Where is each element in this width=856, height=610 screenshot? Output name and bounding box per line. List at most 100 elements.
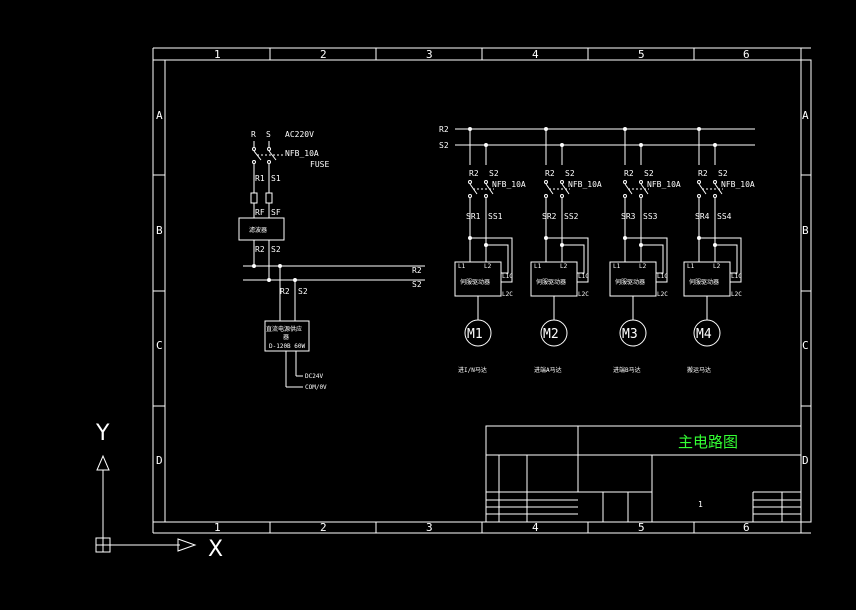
col-label: 3 xyxy=(426,48,433,61)
psu-name: 直流电源供应 xyxy=(266,325,302,333)
drive-feed-s: SS4 xyxy=(717,212,732,221)
breaker-in-r: R2 xyxy=(624,169,634,178)
terminal-l1: L1 xyxy=(613,263,621,270)
y-axis-label: Y xyxy=(95,421,110,446)
drawing-title: 主电路图 xyxy=(678,433,738,451)
terminal-l1c: L1C xyxy=(578,273,589,280)
breaker-in-r: R2 xyxy=(469,169,479,178)
row-label: C xyxy=(156,339,163,352)
breaker-label: NFB_10A xyxy=(492,180,526,189)
title-block: 主电路图 1 xyxy=(485,425,802,523)
phase-label-r: R xyxy=(251,130,256,139)
terminal-l1: L1 xyxy=(687,263,695,270)
left-supply-circuit: R S AC220V NFB_10A FUSE R1 S1 RF SF 滤波器 … xyxy=(238,130,425,391)
breaker-in-s: S2 xyxy=(565,169,575,178)
filter-output-r2: R2 xyxy=(255,245,265,254)
drive-feed-s: SS3 xyxy=(643,212,658,221)
drive-feed-s: SS1 xyxy=(488,212,503,221)
terminal-l2: L2 xyxy=(713,263,721,270)
supply-voltage-label: AC220V xyxy=(285,130,314,139)
col-label: 1 xyxy=(214,521,221,534)
breaker-in-r: R2 xyxy=(545,169,555,178)
filter-box xyxy=(238,217,285,241)
breaker-in-r: R2 xyxy=(698,169,708,178)
servo-drive-name: 伺服驱动器 xyxy=(460,278,490,286)
row-labels-right: A B C D xyxy=(802,109,809,467)
drawing-frame xyxy=(152,47,812,534)
col-label: 2 xyxy=(320,48,327,61)
terminal-l2c: L2C xyxy=(578,291,589,298)
servo-drive-name: 伺服驱动器 xyxy=(536,278,566,286)
drive-feed-r: SR3 xyxy=(621,212,636,221)
motor-name: 进端A马达 xyxy=(534,366,562,374)
fuse-output-s1: S1 xyxy=(271,174,281,183)
terminal-l2c: L2C xyxy=(657,291,668,298)
bus-label-r2: R2 xyxy=(412,266,422,275)
col-label: 3 xyxy=(426,521,433,534)
servo-drive-name: 伺服驱动器 xyxy=(615,278,645,286)
motor-name: 进端B马达 xyxy=(613,366,641,374)
terminal-l2: L2 xyxy=(560,263,568,270)
col-label: 4 xyxy=(532,521,539,534)
main-bus-s2: S2 xyxy=(439,141,449,150)
row-label: C xyxy=(802,339,809,352)
row-label: A xyxy=(156,109,163,122)
psu-input-s2: S2 xyxy=(298,287,308,296)
row-label: B xyxy=(156,224,163,237)
terminal-l2c: L2C xyxy=(502,291,513,298)
drive-feed-r: SR4 xyxy=(695,212,710,221)
col-label: 1 xyxy=(214,48,221,61)
row-label: A xyxy=(802,109,809,122)
terminal-l2: L2 xyxy=(484,263,492,270)
col-label: 5 xyxy=(638,521,645,534)
motor-symbol xyxy=(619,319,647,347)
terminal-l1c: L1C xyxy=(657,273,668,280)
col-label: 6 xyxy=(743,521,750,534)
breaker-in-s: S2 xyxy=(489,169,499,178)
col-label: 6 xyxy=(743,48,750,61)
row-labels-left: A B C D xyxy=(156,109,163,467)
servo-drive-name: 伺服驱动器 xyxy=(689,278,719,286)
motor-label: M4 xyxy=(696,327,712,342)
breaker-label: NFB_10A xyxy=(647,180,681,189)
power-supply-box xyxy=(264,320,310,352)
terminal-l1c: L1C xyxy=(502,273,513,280)
row-label: D xyxy=(156,454,163,467)
motor-label: M1 xyxy=(467,327,483,342)
filter-terminal-rf: RF xyxy=(255,208,265,217)
terminal-l2: L2 xyxy=(639,263,647,270)
column-labels-bottom: 1 2 3 4 5 6 xyxy=(214,521,750,534)
sheet-number: 1 xyxy=(698,500,703,509)
motor-symbol xyxy=(540,319,568,347)
bus-label-s2: S2 xyxy=(412,280,422,289)
breaker-in-s: S2 xyxy=(718,169,728,178)
psu-spec: D-120B 60W xyxy=(269,343,306,350)
psu-output-com: COM/0V xyxy=(305,384,327,391)
motor-label: M2 xyxy=(543,327,559,342)
ucs-icon: Y X xyxy=(95,421,223,562)
motor-symbol xyxy=(464,319,492,347)
terminal-l2c: L2C xyxy=(731,291,742,298)
psu-output-dc24v: DC24V xyxy=(305,373,323,380)
row-label: D xyxy=(802,454,809,467)
motor-symbol xyxy=(693,319,721,347)
fuse-output-r1: R1 xyxy=(255,174,265,183)
phase-label-s: S xyxy=(266,130,271,139)
col-label: 2 xyxy=(320,521,327,534)
row-label: B xyxy=(802,224,809,237)
filter-name: 滤波器 xyxy=(249,226,267,234)
breaker-label: NFB_10A xyxy=(285,149,319,158)
filter-terminal-sf: SF xyxy=(271,208,281,217)
motor-name: 进I/N马达 xyxy=(458,366,487,374)
terminal-l1c: L1C xyxy=(731,273,742,280)
psu-name-2: 器 xyxy=(283,334,289,341)
filter-output-s2: S2 xyxy=(271,245,281,254)
col-label: 4 xyxy=(532,48,539,61)
fuse-label: FUSE xyxy=(310,160,329,169)
